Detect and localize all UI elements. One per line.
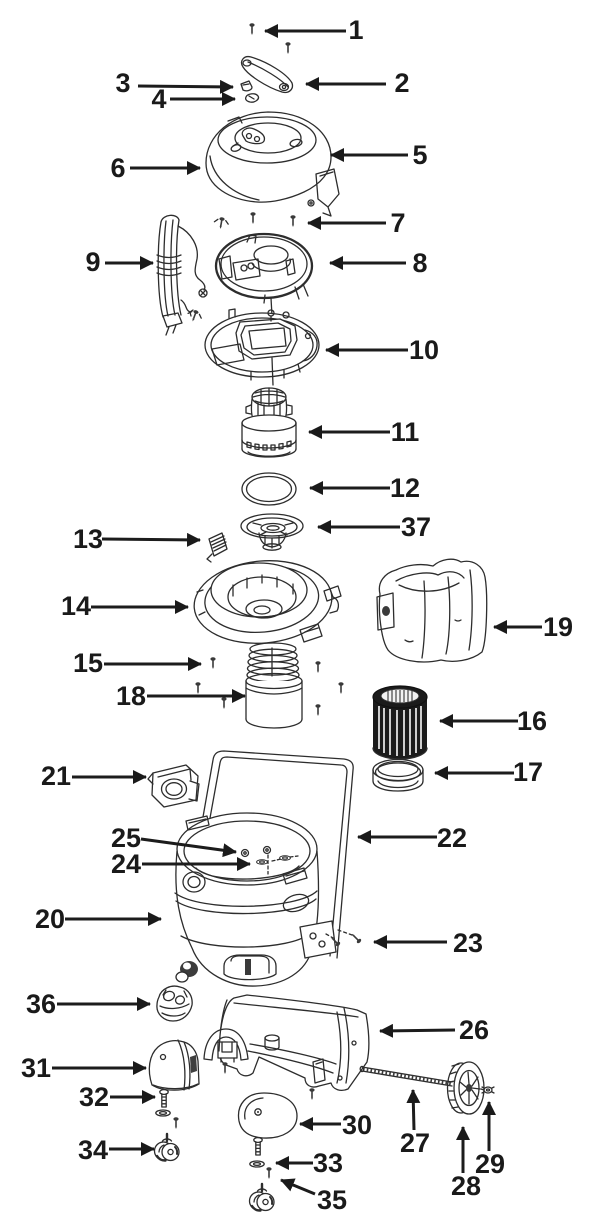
part-30-bottom-plate-drawing (237, 1092, 298, 1139)
callout-24-label: 24 (111, 849, 141, 879)
part-16-cartridge-filter-drawing (372, 685, 428, 760)
callout-17-label: 17 (513, 757, 543, 787)
callout-13-arrow (101, 532, 201, 547)
part-33-bolt-washer-drawing (249, 1136, 273, 1180)
part-3-clip-drawing (240, 80, 253, 92)
part-18-filter-cage-drawing (245, 642, 303, 729)
part-23-screws-drawing (325, 929, 363, 948)
callout-15-label: 15 (73, 648, 103, 678)
callout-21-label: 21 (41, 761, 71, 791)
part-11-motor-drawing (241, 387, 297, 458)
callout-10-label: 10 (409, 335, 439, 365)
callouts-layer: 1234567891011123713141915181617212225242… (21, 15, 573, 1215)
part-10-motor-mount-ring-drawing (187, 308, 320, 386)
part-35-caster-drawing (248, 1182, 276, 1212)
callout-2-label: 2 (394, 68, 409, 98)
callout-27-arrow (406, 1089, 421, 1131)
callout-5-label: 5 (412, 140, 427, 170)
callout-7-label: 7 (390, 208, 405, 238)
part-2-carry-handle-drawing (240, 55, 294, 94)
callout-25-arrow (140, 837, 237, 858)
part-26-rear-dolly-drawing (203, 994, 370, 1101)
callout-26-label: 26 (459, 1015, 489, 1045)
part-8-motor-cover-plate-drawing (214, 232, 314, 317)
part-9-power-cord-drawing (156, 214, 208, 336)
part-21-lid-latch-drawing (147, 764, 200, 808)
callout-3-label: 3 (115, 68, 130, 98)
part-17-filter-retainer-drawing (372, 758, 424, 792)
callout-16-label: 16 (517, 706, 547, 736)
part-31-front-foot-drawing (148, 1039, 200, 1091)
callout-27-label: 27 (400, 1128, 430, 1158)
part-20-tank-drawing (174, 812, 320, 987)
callout-34-label: 34 (78, 1135, 108, 1165)
callout-20-label: 20 (35, 904, 65, 934)
callout-13-label: 13 (73, 524, 103, 554)
callout-36-label: 36 (26, 989, 56, 1019)
callout-37-label: 37 (401, 512, 431, 542)
callout-11-label: 11 (391, 417, 420, 447)
part-27-axle-drawing (359, 1065, 453, 1087)
part-32-bolt-washer-drawing (155, 1088, 180, 1130)
callout-12-label: 12 (390, 473, 420, 503)
part-29-push-nut-drawing (480, 1086, 495, 1094)
callout-25-label: 25 (111, 823, 141, 853)
callout-14-label: 14 (61, 591, 91, 621)
callout-18-label: 18 (116, 681, 146, 711)
callout-26-arrow (379, 1023, 456, 1038)
callout-19-label: 19 (543, 612, 573, 642)
callout-30-label: 30 (342, 1110, 372, 1140)
callout-28-label: 28 (451, 1171, 481, 1201)
part-19-foam-sleeve-drawing (376, 558, 488, 663)
part-22-tank-handle-drawing (202, 750, 354, 959)
part-36-caster-foot-drawing (156, 985, 193, 1022)
callout-35-arrow (280, 1178, 316, 1196)
callout-33-label: 33 (313, 1148, 343, 1178)
callout-29-label: 29 (475, 1149, 505, 1179)
part-5-lid-dome-drawing (205, 111, 340, 217)
callout-4-label: 4 (151, 84, 166, 114)
callout-31-label: 31 (21, 1053, 51, 1083)
callout-6-label: 6 (110, 153, 125, 183)
part-34-caster-drawing (153, 1132, 181, 1162)
part-7-screws-drawing (213, 199, 315, 231)
part-28-wheel-drawing (446, 1061, 485, 1115)
callout-1-label: 1 (348, 15, 363, 45)
callout-22-label: 22 (437, 823, 467, 853)
callout-8-label: 8 (412, 248, 427, 278)
callout-9-label: 9 (85, 247, 100, 277)
part-22-handle-bracket-drawing (299, 920, 337, 959)
part-37-fan-drawing (240, 513, 304, 551)
part-14-motor-baffle-drawing (193, 560, 342, 644)
callout-35-label: 35 (317, 1185, 347, 1215)
part-12-gasket-ring-drawing (241, 472, 297, 506)
part-4-clip-drawing (244, 93, 260, 103)
callout-23-label: 23 (453, 928, 483, 958)
part-13-vent-clip-drawing (206, 532, 228, 563)
callout-32-label: 32 (79, 1082, 109, 1112)
part-1-screws-drawing (248, 22, 292, 55)
callout-3-arrow (137, 79, 234, 94)
